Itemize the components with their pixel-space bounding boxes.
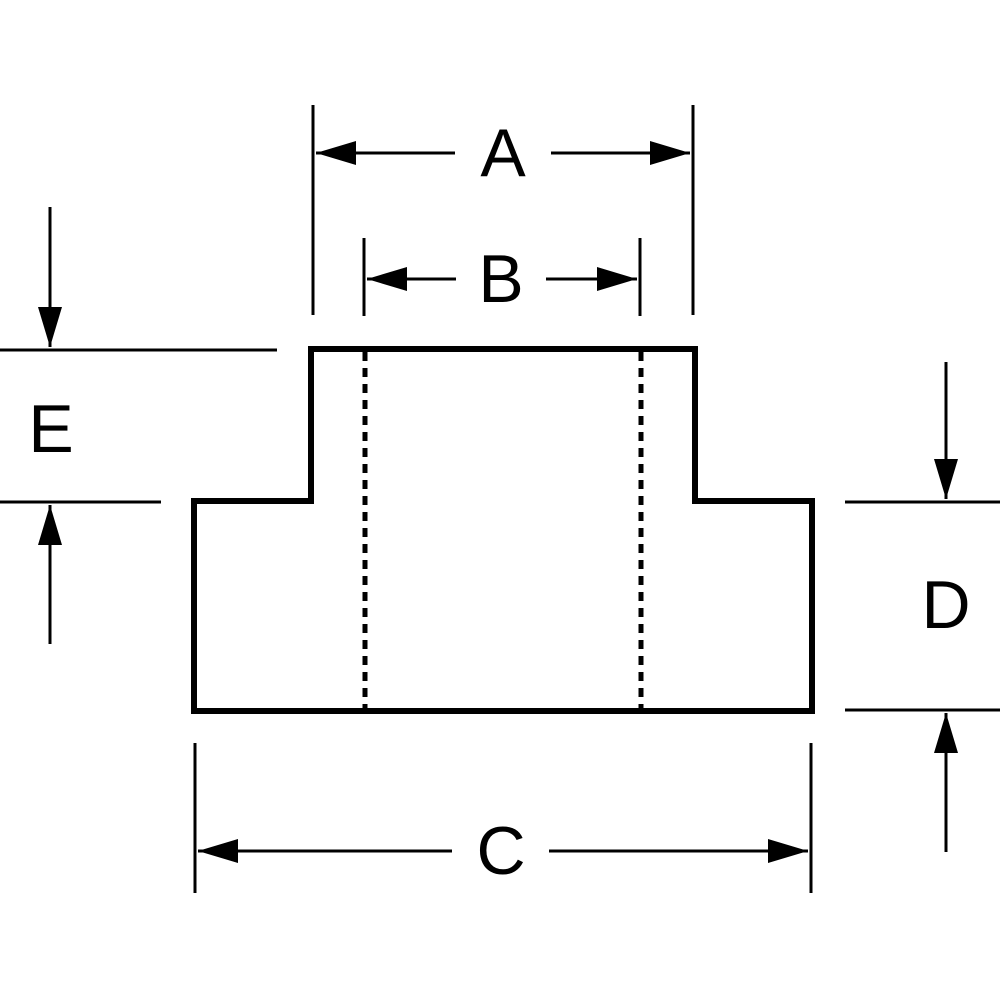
dimension-b: B	[362, 238, 642, 317]
dimension-d-label: D	[921, 567, 970, 643]
dimension-e-label: E	[28, 391, 73, 467]
dimension-c-label: C	[476, 813, 525, 889]
dimension-b-label: B	[478, 241, 523, 317]
dimension-d: D	[845, 362, 1000, 852]
dimension-a-label: A	[480, 115, 526, 191]
part-outline	[191, 346, 815, 714]
dimension-c: C	[193, 743, 813, 893]
dimension-a: A	[311, 105, 695, 315]
dimension-e: E	[0, 207, 277, 644]
